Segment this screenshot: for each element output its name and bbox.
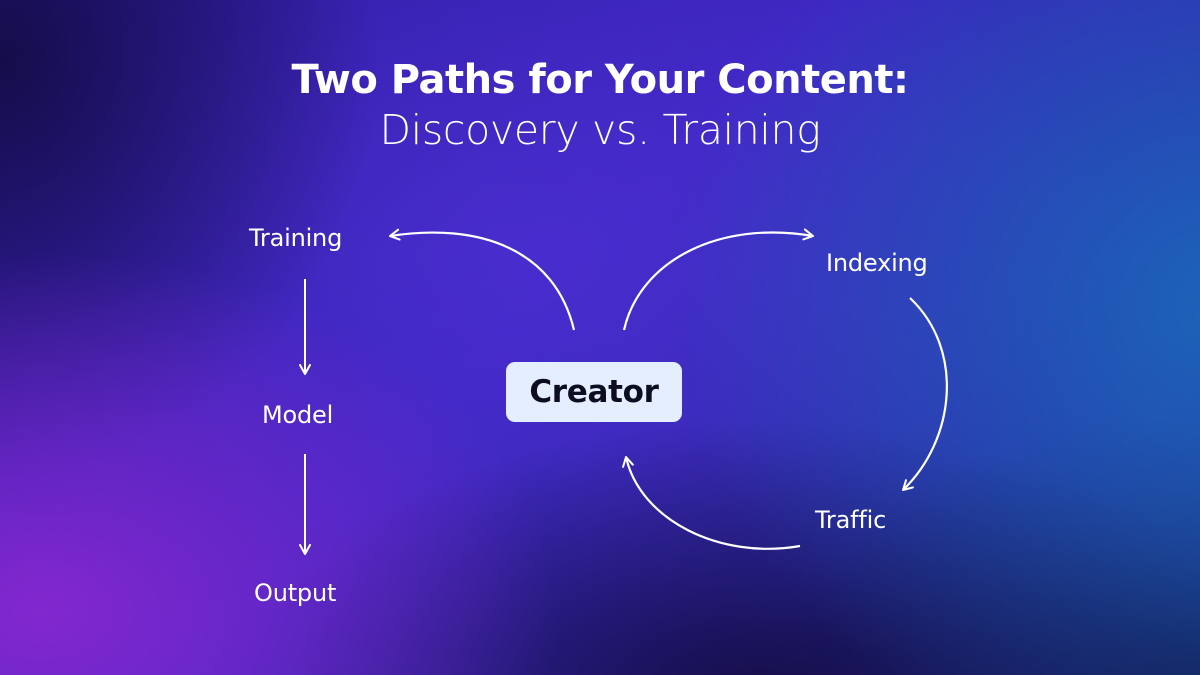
- node-model: Model: [262, 401, 334, 429]
- title-block: Two Paths for Your Content: Discovery vs…: [0, 56, 1200, 156]
- arrow-traffic-to-creator: [622, 456, 801, 550]
- arrow-creator-to-indexing: [622, 228, 814, 331]
- node-indexing: Indexing: [826, 249, 928, 277]
- arrow-creator-to-training: [389, 228, 576, 331]
- arrow-indexing-to-traffic: [902, 297, 948, 491]
- node-traffic: Traffic: [815, 506, 887, 534]
- creator-label: Creator: [529, 374, 659, 410]
- creator-node: Creator: [506, 362, 682, 422]
- node-training: Training: [249, 224, 343, 252]
- page-subtitle: Discovery vs. Training: [379, 106, 821, 154]
- node-output: Output: [254, 579, 337, 607]
- page-title: Two Paths for Your Content:: [291, 57, 909, 103]
